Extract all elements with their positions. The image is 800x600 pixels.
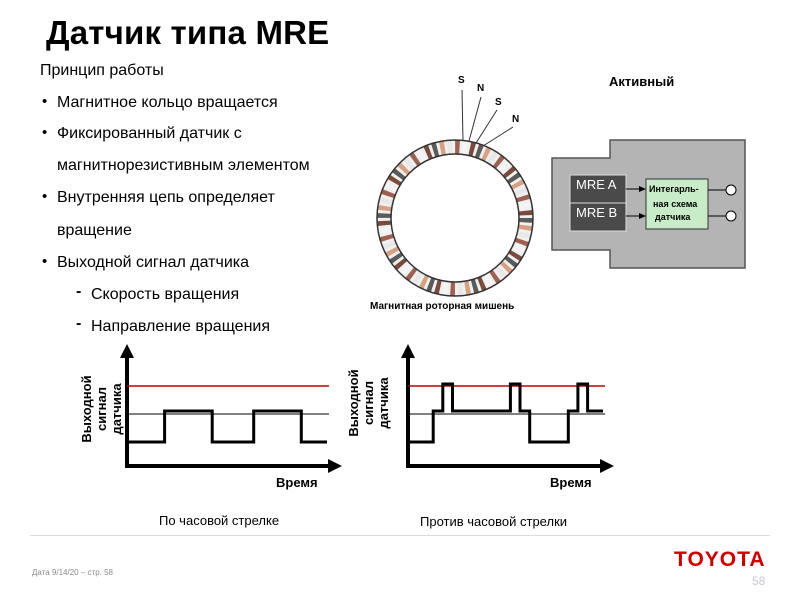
chart1-ylabel: Выходной сигнал датчика <box>79 375 124 443</box>
chart1-xlabel: Время <box>276 475 318 490</box>
chart2-xlabel: Время <box>550 475 592 490</box>
sub-item-speed: Скорость вращения <box>76 283 239 304</box>
pole-label-n1: N <box>477 83 485 94</box>
bullet-internal-circuit: Внутренняя цепь определяет <box>42 188 275 207</box>
chart1-caption: По часовой стрелке <box>159 513 280 528</box>
page-number: 58 <box>752 574 766 588</box>
mre-b-label: MRE B <box>576 205 618 220</box>
ic-label-line1: Интегарль- <box>649 184 699 194</box>
pole-leader-lines <box>461 89 514 147</box>
toyota-logo: TOYOTA <box>674 548 766 571</box>
bullet-internal-circuit-cont: вращение <box>57 222 132 239</box>
chart2-caption: Против часовой стрелки <box>420 514 568 529</box>
chart-clockwise <box>120 344 342 473</box>
signal-trace-clockwise <box>129 409 327 444</box>
bullet-output-signal: Выходной сигнал датчика <box>42 253 249 272</box>
bullet-fixed-sensor-cont: магнитнорезистивным элементом <box>57 157 310 174</box>
principle-heading: Принцип работы <box>40 62 164 79</box>
magnetic-ring <box>376 139 534 297</box>
mre-a-label: MRE A <box>576 177 617 192</box>
bullet-fixed-sensor: Фиксированный датчик с <box>42 124 242 143</box>
ic-label-line2: ная схема <box>653 199 698 209</box>
pole-label-s1: S <box>458 75 465 86</box>
footer-divider <box>30 535 770 536</box>
ring-caption: Магнитная роторная мишень <box>370 301 515 312</box>
ring-segment <box>377 140 533 296</box>
page-title: Датчик типа MRE <box>46 14 330 51</box>
footer-date-page: Дата 9/14/20 – стр. 58 <box>32 568 113 577</box>
ic-label-line3: датчика <box>655 212 691 222</box>
pole-label-s2: S <box>495 97 502 108</box>
sub-item-direction: Направление вращения <box>76 315 270 336</box>
chart2-ylabel: Выходной сигнал датчика <box>346 369 391 437</box>
signal-trace-counterclockwise <box>410 382 603 444</box>
sensor-title: Активный <box>609 74 675 89</box>
bullet-ring-rotates: Магнитное кольцо вращается <box>42 93 278 112</box>
pole-label-n2: N <box>512 114 520 125</box>
chart-counterclockwise <box>401 344 614 473</box>
sensor-housing <box>551 139 746 269</box>
